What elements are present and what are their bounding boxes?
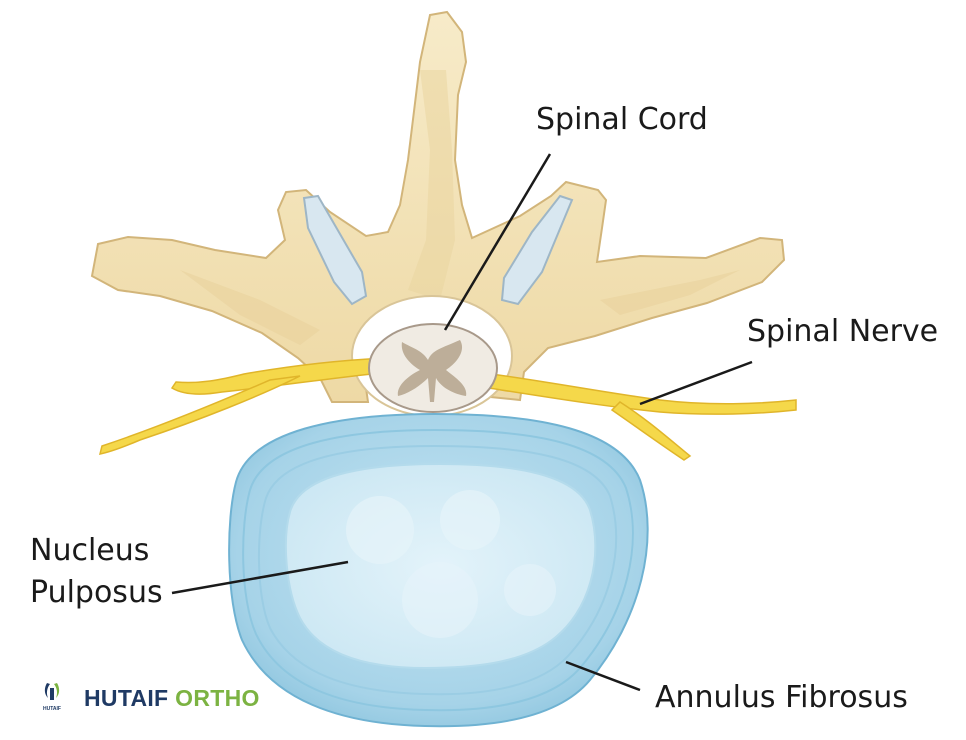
nucleus-texture <box>504 564 556 616</box>
label-nucleus-line2: Pulposus <box>30 575 163 610</box>
brand-name-part2: ORTHO <box>175 684 260 711</box>
bone-shading <box>408 70 455 300</box>
brand-logo-icon: HUTAIF <box>43 683 61 712</box>
facet-cartilage-left <box>302 194 368 306</box>
label-spinal-nerve: Spinal Nerve <box>747 314 939 349</box>
label-nucleus-line1: Nucleus <box>30 533 150 568</box>
brand-name-part1: HUTAIF <box>84 684 169 711</box>
brand-logo-caption: HUTAIF <box>43 706 61 712</box>
gray-matter <box>397 340 467 402</box>
label-spinal-cord: Spinal Cord <box>536 102 708 137</box>
leader-annulus <box>565 660 641 692</box>
spinal-nerve-right-branch <box>610 401 692 461</box>
annulus-ring <box>257 444 618 696</box>
spinal-nerve-left <box>170 357 391 395</box>
spinal-nerve-left-branch <box>98 375 301 455</box>
brand: HUTAIF HUTAIF ORTHO <box>38 676 260 720</box>
spinal-nerve-right <box>475 371 797 415</box>
nucleus-texture <box>402 562 478 638</box>
leader-spinal-cord <box>443 153 552 331</box>
nucleus-texture <box>440 490 500 550</box>
annulus-ring <box>242 428 634 712</box>
leader-nucleus <box>171 560 349 595</box>
brand-name: HUTAIF ORTHO <box>84 685 260 712</box>
bone-shading <box>180 270 320 345</box>
leader-spinal-nerve <box>639 360 753 406</box>
nucleus-texture <box>346 496 414 564</box>
bone-shading <box>600 270 740 315</box>
facet-cartilage-right <box>500 194 574 306</box>
label-annulus-fibrosus: Annulus Fibrosus <box>655 680 908 715</box>
